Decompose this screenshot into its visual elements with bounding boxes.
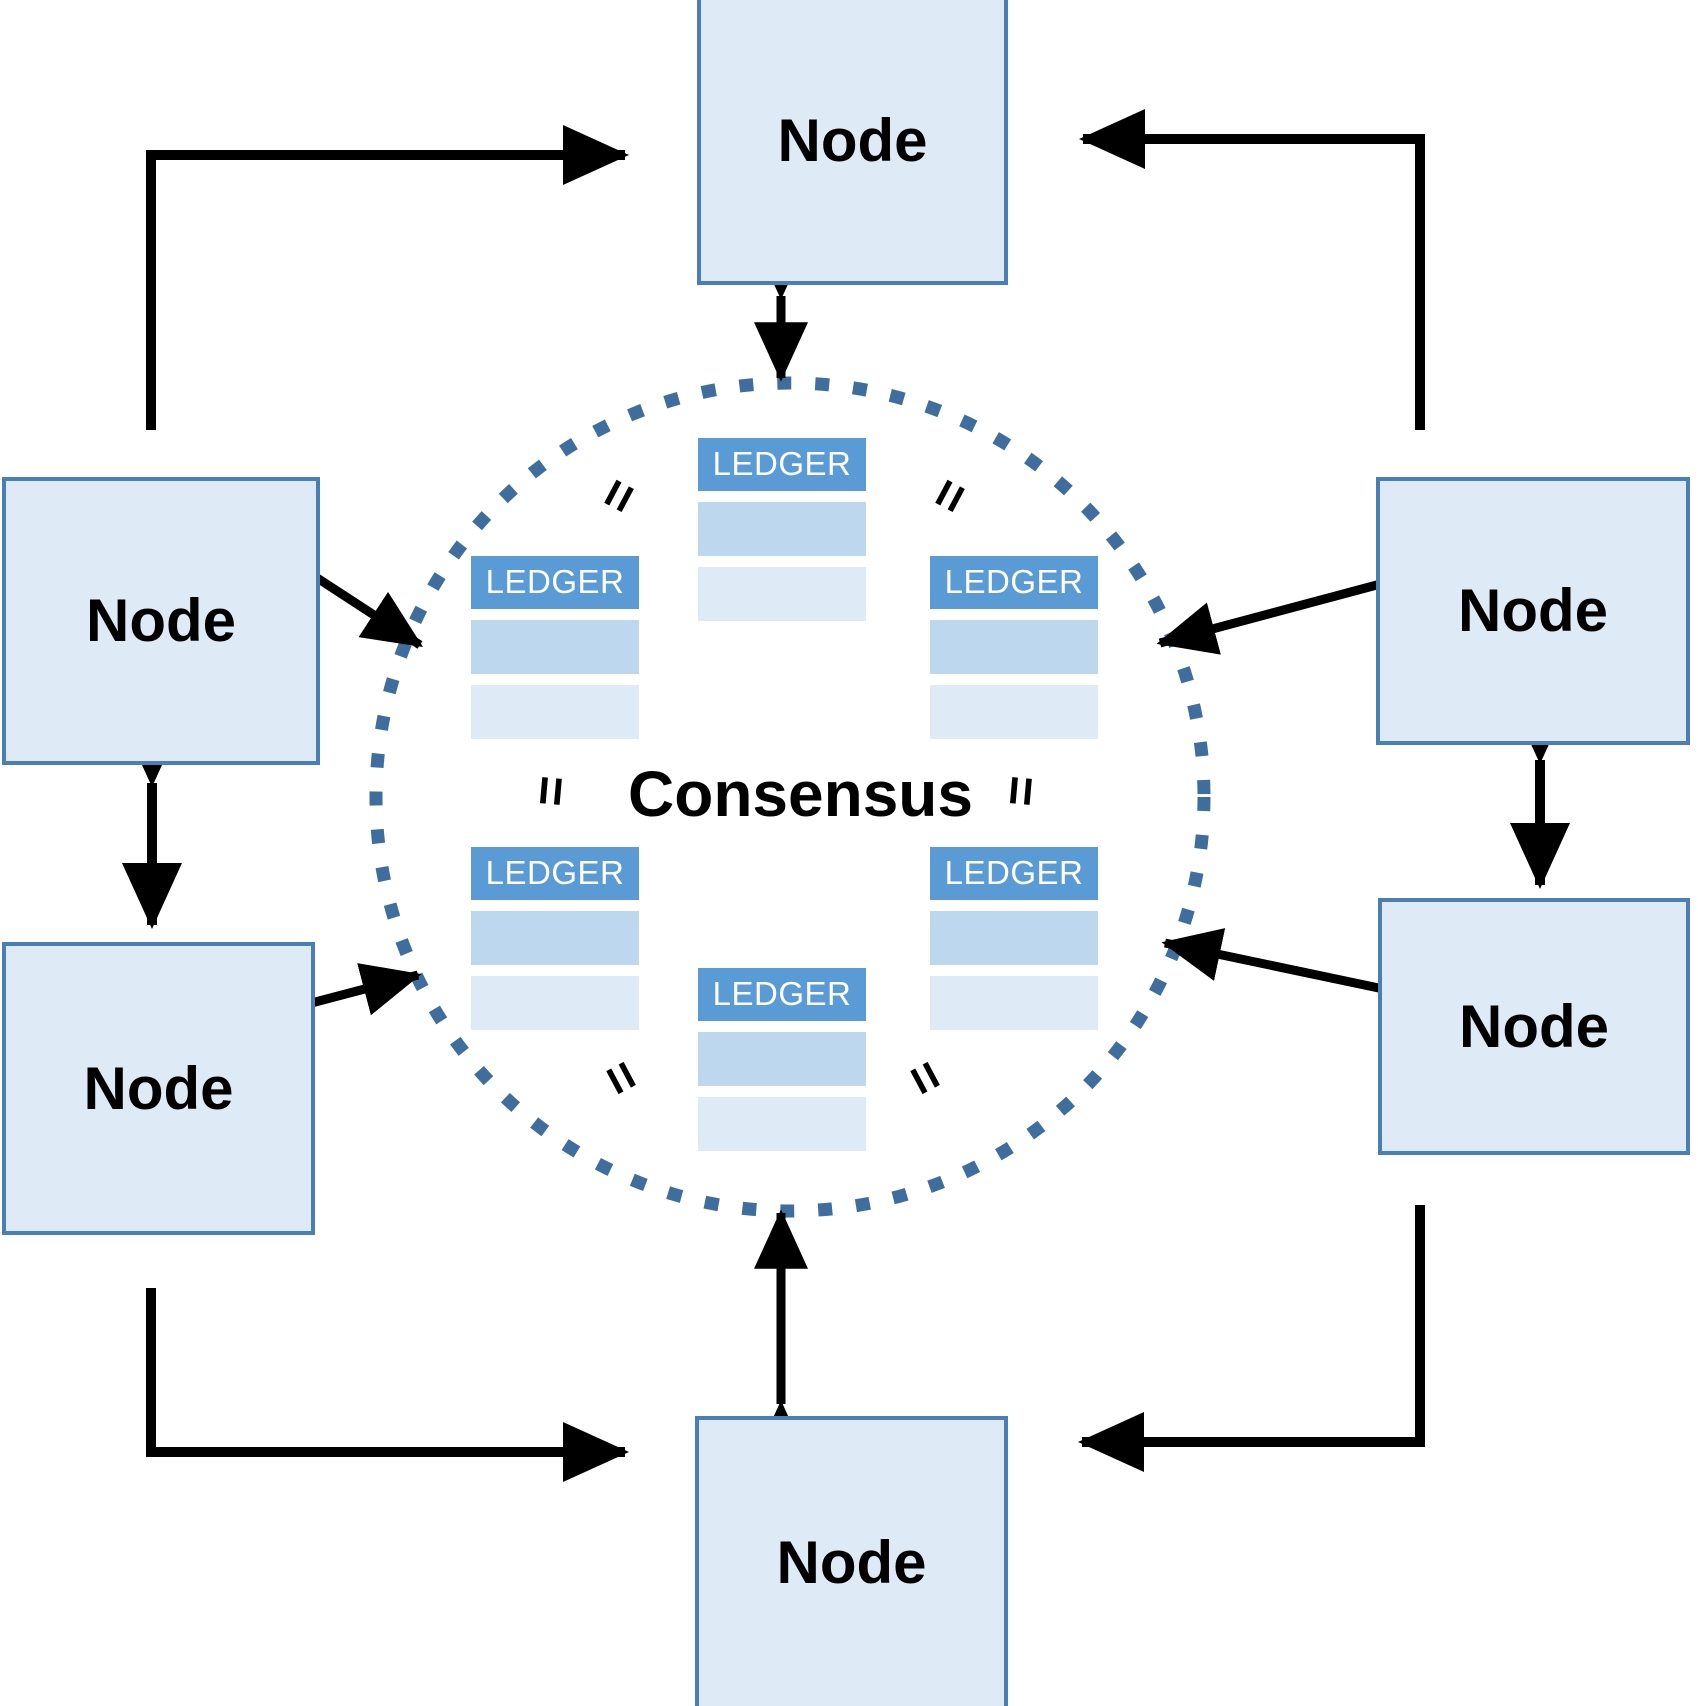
ledger-header: LEDGER <box>930 847 1098 900</box>
node-box-left-top[interactable]: Node <box>2 477 320 765</box>
ledger-row-light <box>471 976 639 1030</box>
equals-icon-middle-right: = <box>990 773 1052 809</box>
ledger-row-medium <box>698 1032 866 1086</box>
ledger-stack-bottom[interactable]: LEDGER <box>698 968 866 1151</box>
node-box-top[interactable]: Node <box>697 0 1008 285</box>
ledger-row-medium <box>930 620 1098 674</box>
equals-icon-top-left: = <box>586 468 652 524</box>
node-box-bottom[interactable]: Node <box>695 1416 1008 1706</box>
ledger-header: LEDGER <box>930 556 1098 609</box>
ledger-header: LEDGER <box>698 438 866 491</box>
ledger-stack-upper-right[interactable]: LEDGER <box>930 556 1098 739</box>
ledger-row-medium <box>471 911 639 965</box>
node-label: Node <box>83 1054 234 1122</box>
ledger-row-light <box>930 976 1098 1030</box>
ledger-row-medium <box>698 502 866 556</box>
ledger-row-light <box>930 685 1098 739</box>
ledger-stack-top[interactable]: LEDGER <box>698 438 866 621</box>
equals-icon-middle-left: = <box>520 773 582 809</box>
ledger-row-medium <box>930 911 1098 965</box>
node-label: Node <box>776 1529 927 1596</box>
equals-icon-bottom-left: = <box>588 1050 654 1106</box>
ledger-stack-lower-left[interactable]: LEDGER <box>471 847 639 1030</box>
equals-icon-bottom-right: = <box>892 1050 958 1106</box>
ledger-stack-lower-right[interactable]: LEDGER <box>930 847 1098 1030</box>
node-label: Node <box>86 587 236 654</box>
ledger-row-light <box>698 1097 866 1151</box>
node-label: Node <box>1459 992 1609 1060</box>
conn-left-top-to-circle <box>246 518 424 649</box>
node-box-right-bottom[interactable]: Node <box>1378 898 1690 1155</box>
conn-right-bottom-to-circle <box>1161 928 1454 1029</box>
node-label: Node <box>777 106 928 174</box>
conn-left-bottom-to-node-bottom <box>146 1288 630 1482</box>
ledger-row-light <box>698 567 866 621</box>
conn-right-top-to-node-top <box>1078 109 1425 430</box>
ledger-row-medium <box>471 620 639 674</box>
conn-right-bottom-to-node-bottom <box>1077 1205 1425 1473</box>
ledger-stack-upper-left[interactable]: LEDGER <box>471 556 639 739</box>
ledger-header: LEDGER <box>471 847 639 900</box>
node-box-left-bottom[interactable]: Node <box>2 942 315 1235</box>
conn-left-bottom-to-circle <box>239 963 422 1047</box>
conn-right-top-to-circle <box>1156 541 1449 655</box>
ledger-row-light <box>471 685 639 739</box>
node-label: Node <box>1458 577 1608 644</box>
conn-left-top-to-node-top <box>146 124 630 430</box>
node-box-right-top[interactable]: Node <box>1376 477 1690 745</box>
ledger-header: LEDGER <box>698 968 866 1021</box>
ledger-header: LEDGER <box>471 556 639 609</box>
consensus-label: Consensus <box>628 758 973 830</box>
equals-icon-top-right: = <box>917 468 983 524</box>
